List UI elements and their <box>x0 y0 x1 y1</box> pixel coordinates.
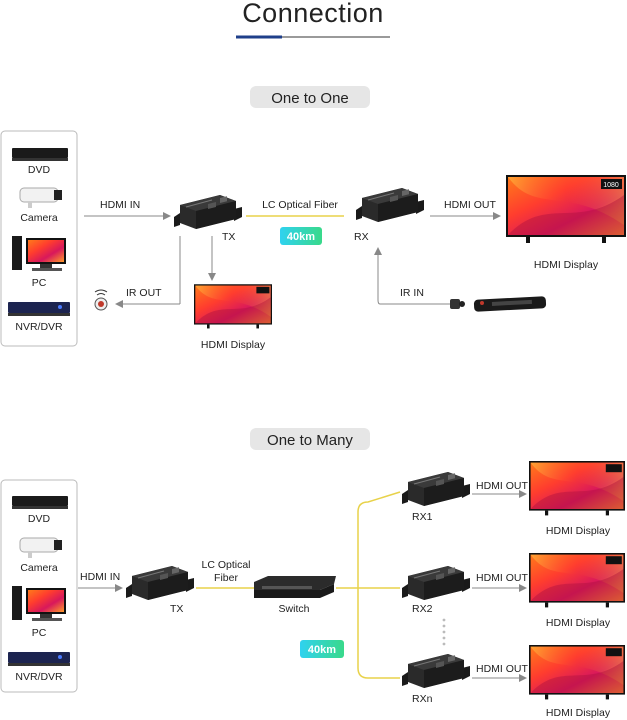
rx1-label: RX1 <box>412 511 433 523</box>
distance-badge-many <box>300 640 344 658</box>
fiber-label: LC Optical Fiber <box>262 199 338 211</box>
source-label-nvr-dvr: NVR/DVR <box>15 671 63 683</box>
rx2-extender <box>401 565 471 600</box>
section-pill-one-to-many <box>250 428 370 450</box>
page-title: Connection <box>242 0 384 28</box>
source-label-camera: Camera <box>20 562 58 574</box>
hdmi-display-local-tv <box>194 284 272 329</box>
rxn-label: RXn <box>412 693 433 705</box>
rx1-extender <box>401 471 471 506</box>
ir-receiver-icon <box>450 299 465 309</box>
pc-icon <box>12 236 66 271</box>
tv-badge-right: 1080 <box>603 182 619 189</box>
hdmi-display-local-label: HDMI Display <box>201 339 266 351</box>
source-label-dvd: DVD <box>28 513 51 525</box>
section-label-one-to-many: One to Many <box>267 432 353 449</box>
pc-icon <box>12 586 66 621</box>
rx-extender <box>355 187 425 222</box>
hdmi-out-label-rxn: HDMI OUT <box>476 663 528 675</box>
ir-in-arrow <box>374 247 382 305</box>
dvd-player-icon <box>12 148 68 161</box>
hdmi-in-label: HDMI IN <box>100 199 140 211</box>
hdmi-display-rx2-label: HDMI Display <box>546 617 611 629</box>
source-label-nvr-dvr: NVR/DVR <box>15 321 63 333</box>
ir-in-label: IR IN <box>400 287 424 299</box>
fiber-branch-rx1 <box>357 491 401 588</box>
sources-panel-one-to-many <box>0 479 78 693</box>
rx2-label: RX2 <box>412 603 433 615</box>
network-switch-icon <box>254 576 336 598</box>
remote-control-icon <box>473 296 547 312</box>
camera-icon <box>19 537 62 558</box>
source-label-pc: PC <box>32 277 47 289</box>
rx-label: RX <box>354 231 369 243</box>
hdmi-out-label-rx1: HDMI OUT <box>476 480 528 492</box>
tx-extender-many <box>125 565 195 600</box>
section-pill-one-to-one <box>250 86 370 108</box>
tx-label: TX <box>222 231 235 243</box>
dvd-player-icon <box>12 496 68 509</box>
fiber-label-line2: Fiber <box>214 572 238 584</box>
hdmi-display-rx2-tv <box>529 553 625 608</box>
hdmi-display-right-label: HDMI Display <box>534 259 599 271</box>
hdmi-display-rx1-label: HDMI Display <box>546 525 611 537</box>
ir-out-label: IR OUT <box>126 287 162 299</box>
hdmi-out-label-rx2: HDMI OUT <box>476 572 528 584</box>
source-label-camera: Camera <box>20 212 58 224</box>
hdmi-display-rx1-tv <box>529 461 625 516</box>
ir-emitter-icon <box>94 289 108 311</box>
nvr-dvr-icon <box>8 652 70 666</box>
distance-label: 40km <box>287 231 315 243</box>
section-label-one-to-one: One to One <box>271 90 349 107</box>
distance-label-many: 40km <box>308 644 336 656</box>
nvr-dvr-icon <box>8 302 70 316</box>
source-label-dvd: DVD <box>28 164 51 176</box>
hdmi-display-rxn-label: HDMI Display <box>546 707 611 719</box>
tx-label-many: TX <box>170 603 183 615</box>
camera-icon <box>19 187 62 208</box>
fiber-branch-rxn <box>357 588 400 679</box>
hdmi-out-label: HDMI OUT <box>444 199 496 211</box>
hdmi-in-label-many: HDMI IN <box>80 571 120 583</box>
more-receivers-ellipsis <box>442 618 446 646</box>
rxn-extender <box>401 653 471 688</box>
source-label-pc: PC <box>32 627 47 639</box>
fiber-label-line1: LC Optical <box>201 559 250 571</box>
switch-label: Switch <box>279 603 310 615</box>
tx-extender <box>173 194 243 229</box>
hdmi-display-rxn-tv <box>529 645 625 700</box>
distance-badge <box>280 227 322 245</box>
